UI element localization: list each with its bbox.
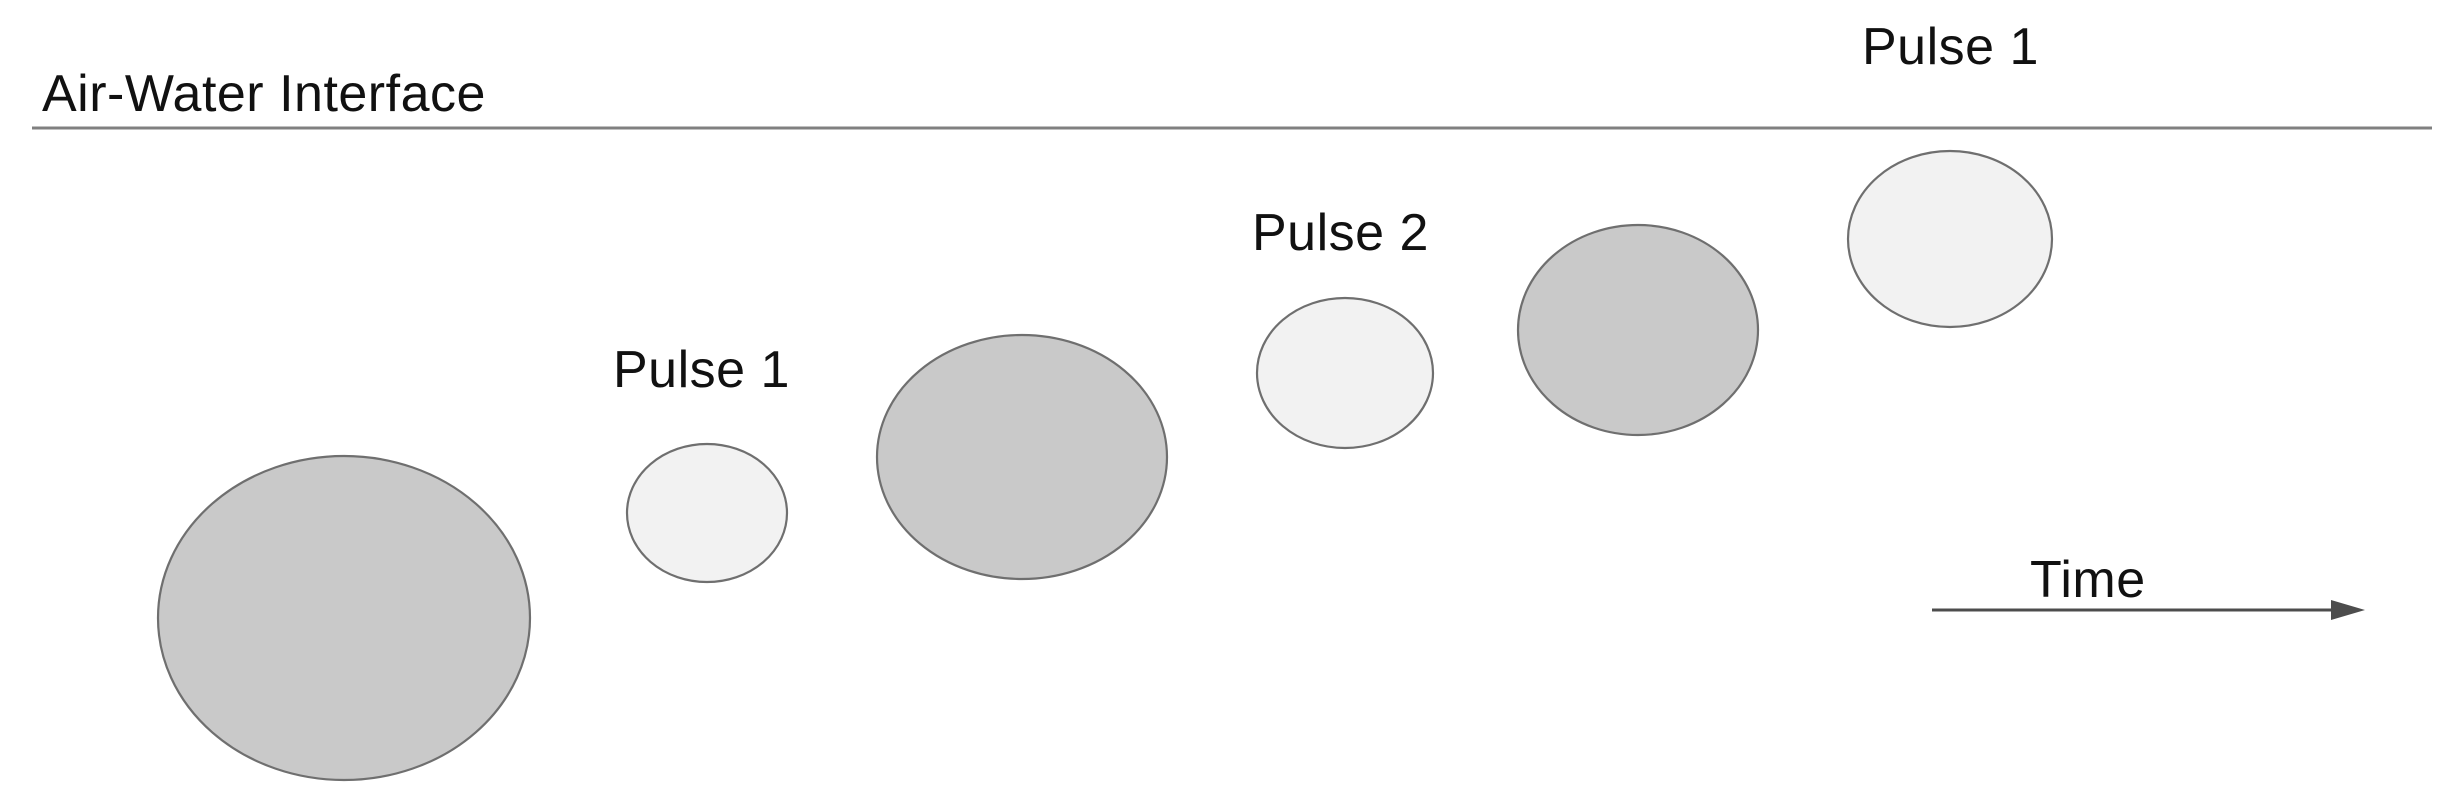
bubble-2 [625, 442, 789, 584]
pulse-1-label-top: Pulse 1 [1862, 18, 2039, 76]
bubble-1 [156, 454, 532, 782]
bubble-4 [1255, 296, 1435, 450]
time-arrow-head [2331, 600, 2365, 620]
bubble-6 [1846, 149, 2054, 329]
bubble-5 [1516, 223, 1760, 437]
air-water-interface-label: Air-Water Interface [42, 65, 486, 123]
bubble-3 [875, 333, 1169, 581]
pulse-2-label: Pulse 2 [1252, 204, 1429, 262]
time-axis-label: Time [2030, 551, 2146, 609]
pulse-1-label-middle: Pulse 1 [613, 341, 790, 399]
